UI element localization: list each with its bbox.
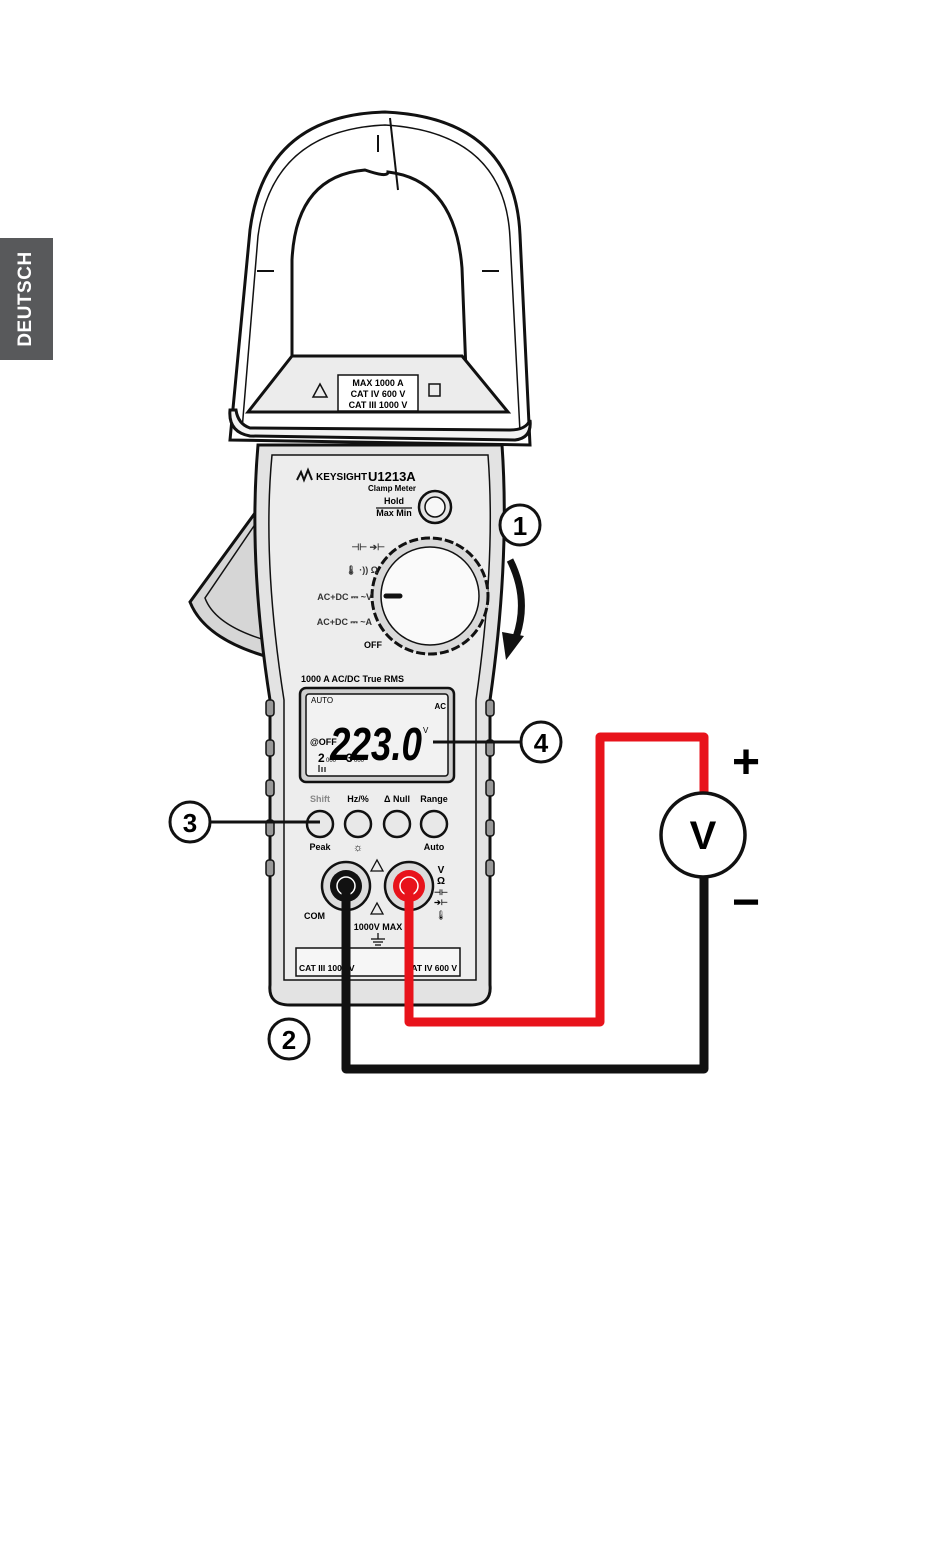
- rating-line-1: MAX 1000 A: [352, 378, 404, 388]
- rating-line-2: CAT IV 600 V: [351, 389, 406, 399]
- callout-3-label: 3: [183, 808, 197, 838]
- input-symbol-cap: ⊣⊢: [434, 887, 448, 897]
- lcd-auto: AUTO: [311, 696, 333, 705]
- maxmin-label: Max Min: [376, 508, 412, 518]
- rotary-switch[interactable]: [372, 538, 488, 654]
- max-voltage-label: 1000V MAX: [354, 922, 403, 932]
- input-symbol-diode: ➔⊢: [434, 897, 448, 907]
- input-symbol-temp: 🌡: [435, 910, 446, 920]
- range-label: Range: [420, 794, 448, 804]
- hz-button[interactable]: [345, 811, 371, 837]
- callout-4-label: 4: [534, 728, 549, 758]
- clamp-jaw-opening: [292, 170, 466, 372]
- brand-name: KEYSIGHT: [316, 472, 367, 483]
- shift-label: Shift: [310, 794, 330, 804]
- input-symbol-ohm: Ω: [437, 876, 445, 887]
- lcd-reading: 223.0: [329, 718, 422, 770]
- hold-label: Hold: [384, 496, 404, 506]
- hz-label: Hz/%: [347, 794, 369, 804]
- null-label: Δ Null: [384, 794, 410, 804]
- dial-label-volt: AC+DC ⎓ ~V: [317, 592, 372, 602]
- polarity-plus: +: [732, 736, 760, 789]
- rotation-arrow-head: [502, 632, 524, 660]
- peak-label: Peak: [309, 842, 331, 852]
- callout-1-label: 1: [513, 511, 527, 541]
- callout-2-label: 2: [282, 1025, 296, 1055]
- rotation-arrow-shaft: [510, 560, 521, 640]
- voltage-source-symbol: V: [690, 814, 717, 858]
- lcd-unit: V: [423, 726, 429, 735]
- lcd-ac: AC: [434, 702, 446, 711]
- dial-label-temp-ohm: 🌡 ·)) Ω: [345, 565, 378, 575]
- auto-label: Auto: [424, 842, 445, 852]
- dial-label-amp: AC+DC ⎓ ~A: [317, 617, 373, 627]
- model-subtitle: Clamp Meter: [368, 484, 416, 493]
- lcd-sub-mid-small: 000: [354, 758, 365, 764]
- lcd-apo: @OFF: [310, 737, 337, 747]
- model-name: U1213A: [368, 469, 416, 484]
- backlight-icon: ☼: [353, 842, 363, 854]
- hold-button-cap: [425, 497, 445, 517]
- com-label: COM: [304, 911, 325, 921]
- rating-line-3: CAT III 1000 V: [349, 400, 408, 410]
- lcd-sub-mid: 3: [346, 751, 353, 765]
- spec-banner: 1000 A AC/DC True RMS: [301, 674, 404, 684]
- dial-label-off: OFF: [364, 640, 382, 650]
- lcd-sub-left: 2: [318, 751, 325, 765]
- shift-peak-button[interactable]: [307, 811, 333, 837]
- input-symbol-v: V: [438, 865, 445, 876]
- null-button[interactable]: [384, 811, 410, 837]
- lcd-sub-left-small: 000: [326, 758, 337, 764]
- dial-label-cap-diode: ⊣⊢ ➔⊢: [351, 542, 385, 552]
- range-button[interactable]: [421, 811, 447, 837]
- polarity-minus: −: [732, 876, 760, 929]
